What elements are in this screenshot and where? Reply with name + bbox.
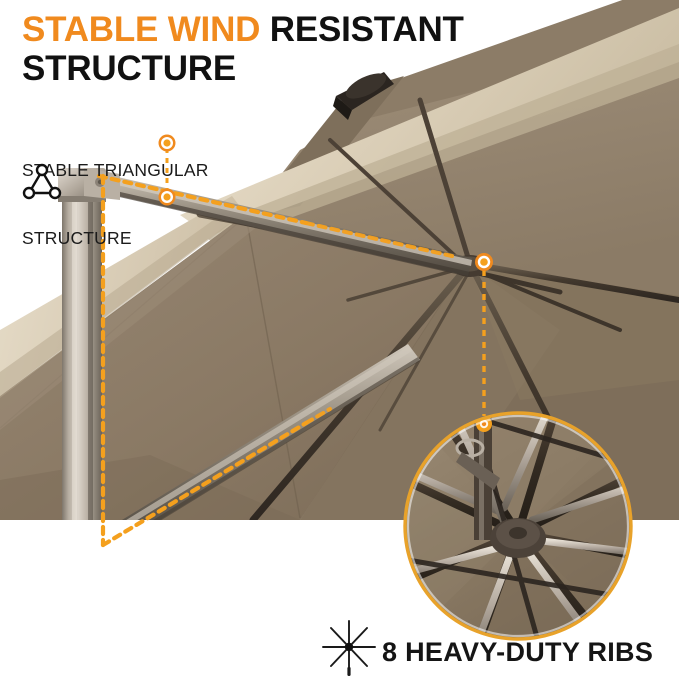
ribs-count-label: 8 HEAVY-DUTY RIBS	[382, 637, 654, 667]
inset-circle-border	[403, 411, 633, 641]
canopy-vent-cap	[333, 72, 394, 120]
page-title-line2: STRUCTURE	[22, 49, 237, 89]
page-title: STABLE WIND RESISTANT STRUCTURE	[22, 10, 542, 88]
orange-dashed-triangle	[96, 173, 309, 548]
ribs-callout-connector	[475, 253, 493, 416]
callout-stable-triangular-structure: STABLE TRIANGULAR STRUCTURE	[22, 113, 209, 295]
inset-hub-cap	[490, 518, 546, 558]
canopy-light-ridge	[180, 8, 679, 245]
triangular-callout-connector	[158, 134, 176, 206]
inset-inner-glow	[406, 414, 630, 638]
triangle-nodes-icon	[22, 163, 62, 200]
canopy-lit-edge	[0, 196, 244, 398]
page-title-rest: RESISTANT	[269, 10, 464, 49]
callout-line-2: STRUCTURE	[22, 227, 132, 248]
eight-spoke-star-icon	[322, 620, 376, 676]
inset-content	[405, 413, 631, 639]
page-title-accent: STABLE WIND	[22, 10, 270, 49]
orange-dashed-brace-extension	[304, 221, 454, 425]
